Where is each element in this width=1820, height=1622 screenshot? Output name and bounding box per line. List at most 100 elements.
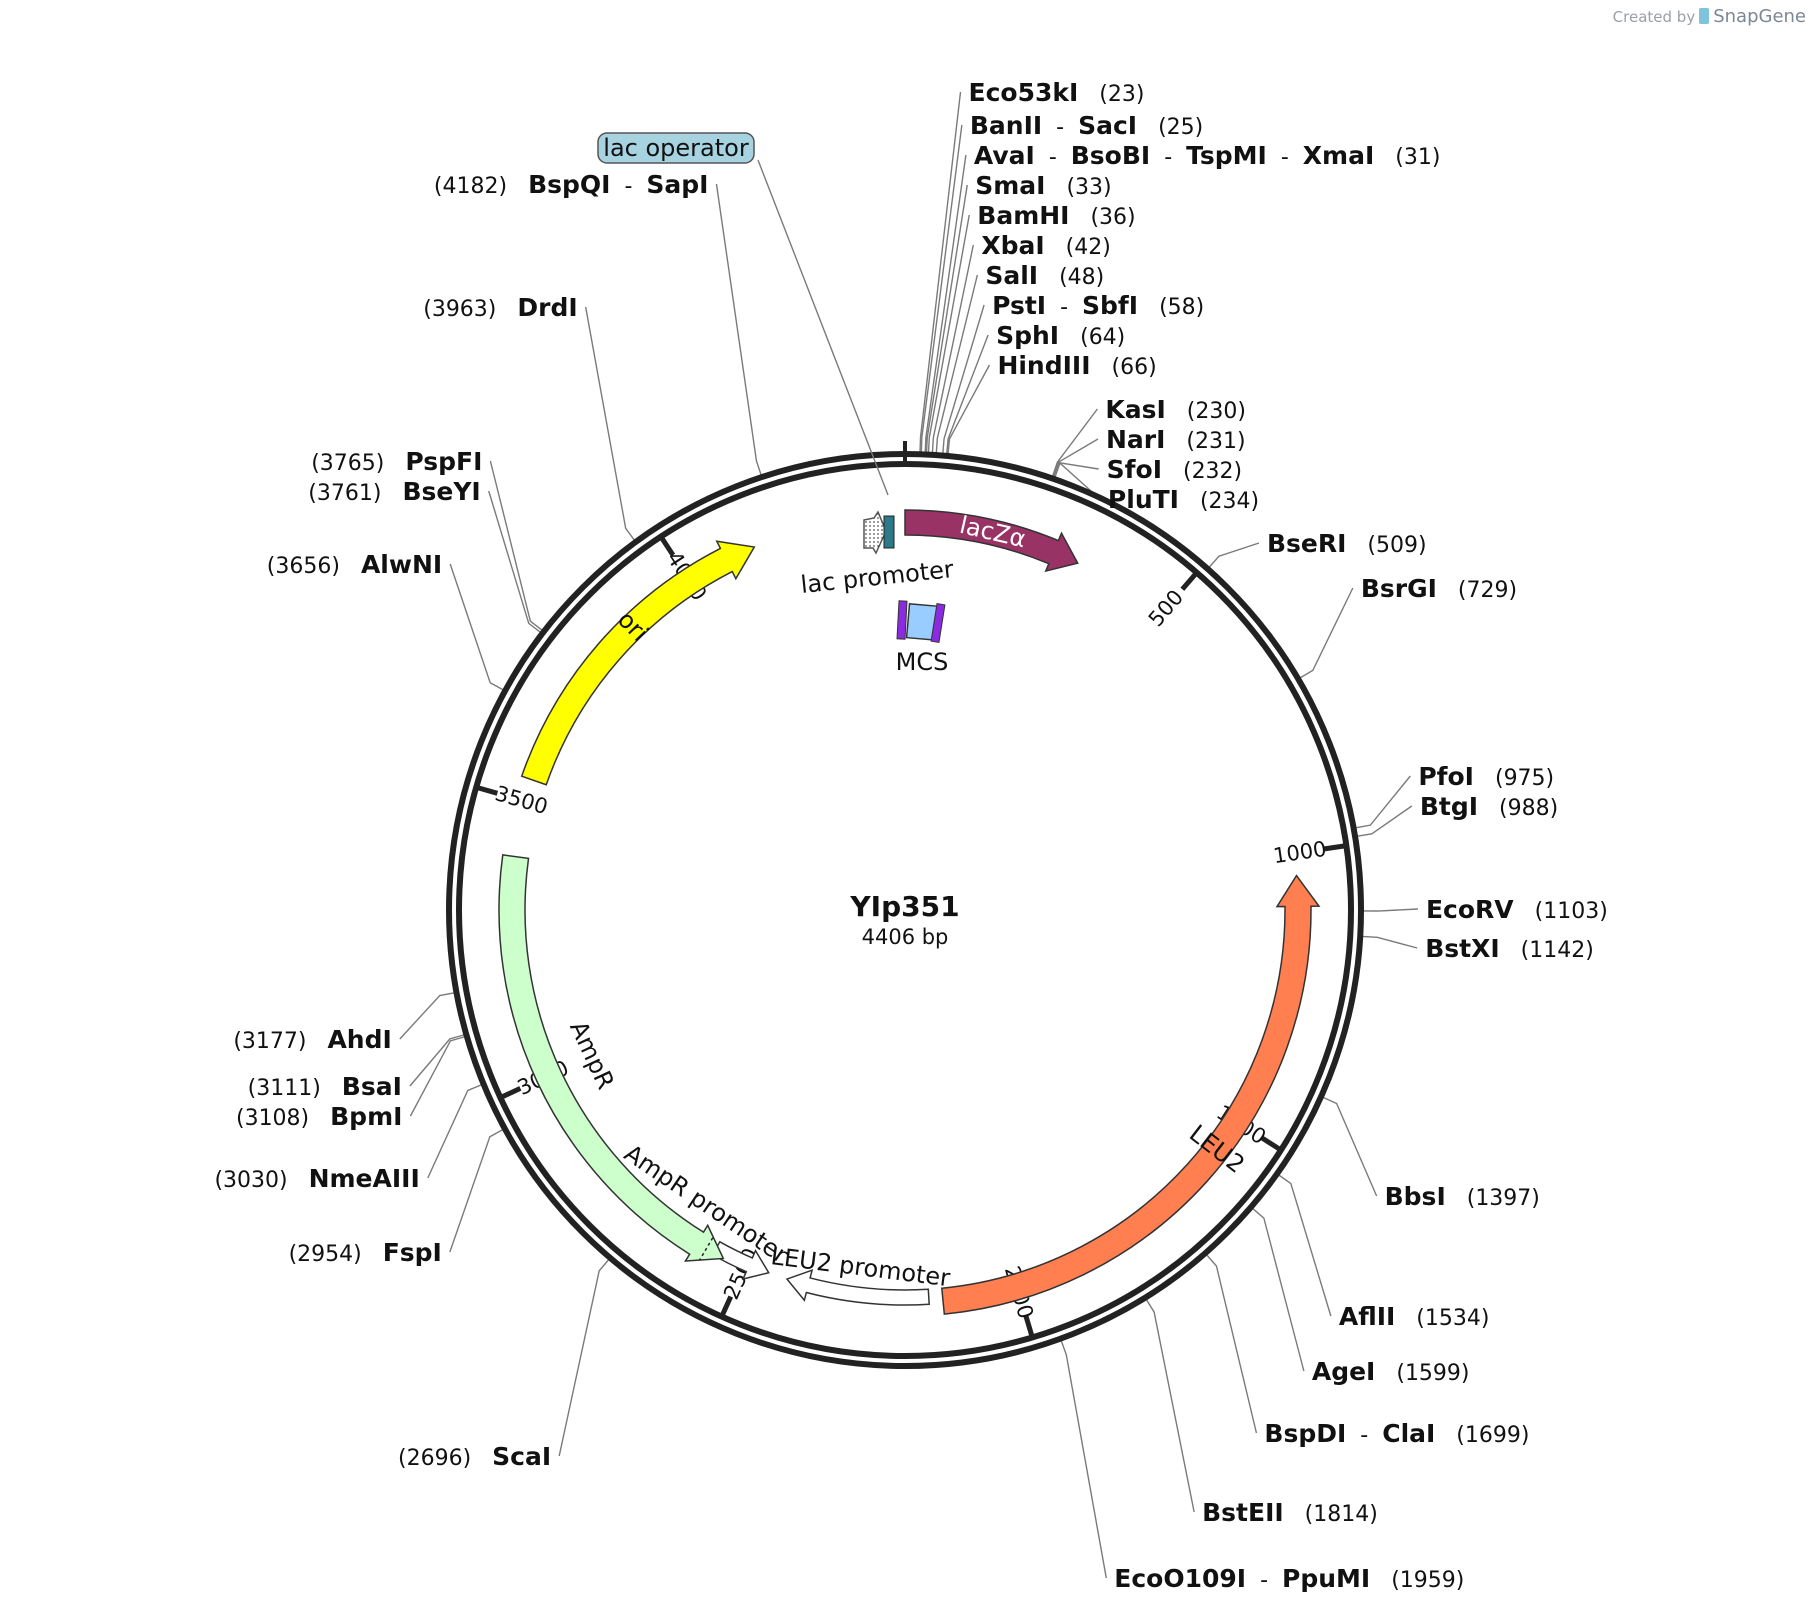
- site-label-nari: NarI (231): [1106, 425, 1246, 454]
- site-position: (988): [1478, 796, 1558, 821]
- site-position: (3963): [423, 297, 517, 322]
- site-position: (23): [1078, 82, 1144, 107]
- enzyme-name: NmeAIII: [309, 1164, 420, 1193]
- enzyme-name: ScaI: [492, 1442, 551, 1471]
- site-leader: [1297, 587, 1354, 680]
- enzyme-name: SacI: [1078, 111, 1137, 140]
- site-label-ecoo109i-ppumi: EcoO109I - PpuMI (1959): [1114, 1564, 1464, 1593]
- enzyme-name: BanII: [970, 111, 1042, 140]
- site-leader: [409, 1035, 467, 1117]
- site-label-bstxi: BstXI (1142): [1425, 934, 1594, 963]
- site-position: (975): [1474, 766, 1554, 791]
- site-leader: [931, 244, 974, 455]
- enzyme-name: DrdI: [517, 293, 577, 322]
- site-position: (230): [1166, 399, 1246, 424]
- site-position: (1142): [1500, 938, 1594, 963]
- site-label-banii-saci: BanII - SacI (25): [970, 111, 1203, 140]
- site-position: (1397): [1446, 1186, 1540, 1211]
- feature-leu2-promoter: [785, 1269, 931, 1306]
- site-leader: [941, 304, 985, 456]
- ampr-dotted-boundary: [698, 1237, 714, 1261]
- backbone-inner-ring: [456, 461, 1354, 1359]
- tick-3000: [498, 1086, 522, 1101]
- site-leader: [935, 274, 979, 456]
- site-position: (1599): [1375, 1361, 1469, 1386]
- site-leader: [1250, 1206, 1305, 1372]
- enzyme-name: PfoI: [1418, 762, 1474, 791]
- enzyme-name: PstI: [992, 291, 1046, 320]
- snapgene-logo-icon: [1699, 8, 1710, 24]
- name-separator: -: [1267, 145, 1303, 170]
- enzyme-name: NarI: [1106, 425, 1165, 454]
- site-position: (1959): [1370, 1568, 1464, 1593]
- lac-operator-leader: [757, 159, 889, 496]
- site-leader: [945, 334, 989, 456]
- site-label-fspi: (2954) FspI: [289, 1238, 442, 1267]
- site-label-agei: AgeI (1599): [1312, 1357, 1470, 1386]
- site-leader: [489, 460, 545, 633]
- enzyme-name: FspI: [383, 1238, 442, 1267]
- site-label-sphi: SphI (64): [996, 321, 1125, 350]
- tick-500: [1180, 570, 1200, 591]
- site-label-bspdi-clai: BspDI - ClaI (1699): [1264, 1419, 1529, 1448]
- tick-2500: [719, 1295, 734, 1319]
- site-leader: [399, 991, 457, 1040]
- site-position: (3111): [248, 1076, 342, 1101]
- enzyme-name: AhdI: [327, 1025, 391, 1054]
- enzyme-name: XbaI: [981, 231, 1044, 260]
- site-leader: [584, 306, 637, 543]
- enzyme-name: BsrGI: [1361, 574, 1437, 603]
- mcs-label: MCS: [896, 648, 949, 676]
- site-leader: [1052, 461, 1099, 479]
- enzyme-name: HindIII: [997, 351, 1090, 380]
- site-position: (3108): [236, 1106, 330, 1131]
- enzyme-name: SbfI: [1082, 291, 1138, 320]
- site-label-aflii: AflII (1534): [1339, 1302, 1490, 1331]
- site-label-sfoi: SfoI (232): [1107, 455, 1243, 484]
- site-leader: [924, 154, 967, 455]
- site-leader: [1053, 461, 1101, 500]
- site-position: (509): [1346, 533, 1426, 558]
- site-position: (2696): [398, 1446, 492, 1471]
- lac-operator-box: [597, 132, 755, 164]
- site-position: (232): [1162, 459, 1242, 484]
- site-position: (42): [1045, 235, 1111, 260]
- enzyme-name: BstEII: [1202, 1498, 1284, 1527]
- site-labels: Eco53kI (23)BanII - SacI (25)AvaI - BsoB…: [214, 78, 1607, 1593]
- plasmid-name: YIp351: [849, 890, 959, 923]
- feature-ampr: [498, 854, 725, 1262]
- enzyme-name: SmaI: [975, 171, 1045, 200]
- site-leader: [1144, 1297, 1195, 1513]
- feature-label-lacz: lacZα: [957, 511, 1028, 553]
- site-label-eco53ki: Eco53kI (23): [969, 78, 1145, 107]
- site-position: (48): [1038, 265, 1104, 290]
- enzyme-name: BbsI: [1385, 1182, 1446, 1211]
- feature-lacz: [904, 509, 1079, 573]
- tick-label: 3500: [492, 781, 550, 819]
- site-label-scai: (2696) ScaI: [398, 1442, 551, 1471]
- tick-label: 1000: [1272, 837, 1328, 868]
- site-position: (1534): [1395, 1306, 1489, 1331]
- site-position: (4182): [434, 174, 528, 199]
- enzyme-name: SalI: [985, 261, 1038, 290]
- enzyme-name: EcoO109I: [1114, 1564, 1246, 1593]
- site-position: (33): [1045, 175, 1111, 200]
- site-position: (66): [1091, 355, 1157, 380]
- site-position: (1699): [1435, 1423, 1529, 1448]
- name-separator: -: [1150, 145, 1186, 170]
- site-leader: [715, 183, 763, 478]
- site-leader: [1276, 1173, 1332, 1317]
- enzyme-name: BstXI: [1425, 934, 1499, 963]
- name-separator: -: [1046, 295, 1082, 320]
- enzyme-name: AvaI: [974, 141, 1035, 170]
- lac-operator-mark: [883, 515, 895, 549]
- site-position: (2954): [289, 1242, 383, 1267]
- site-label-hindiii: HindIII (66): [997, 351, 1156, 380]
- site-label-pluti: PluTI (234): [1108, 485, 1259, 514]
- enzyme-name: XmaI: [1303, 141, 1375, 170]
- lac-promoter-label: lac promoter: [799, 555, 955, 599]
- enzyme-name: BseRI: [1267, 529, 1346, 558]
- enzyme-name: AgeI: [1312, 1357, 1376, 1386]
- site-label-nmeaiii: (3030) NmeAIII: [214, 1164, 419, 1193]
- site-leader: [1360, 908, 1419, 912]
